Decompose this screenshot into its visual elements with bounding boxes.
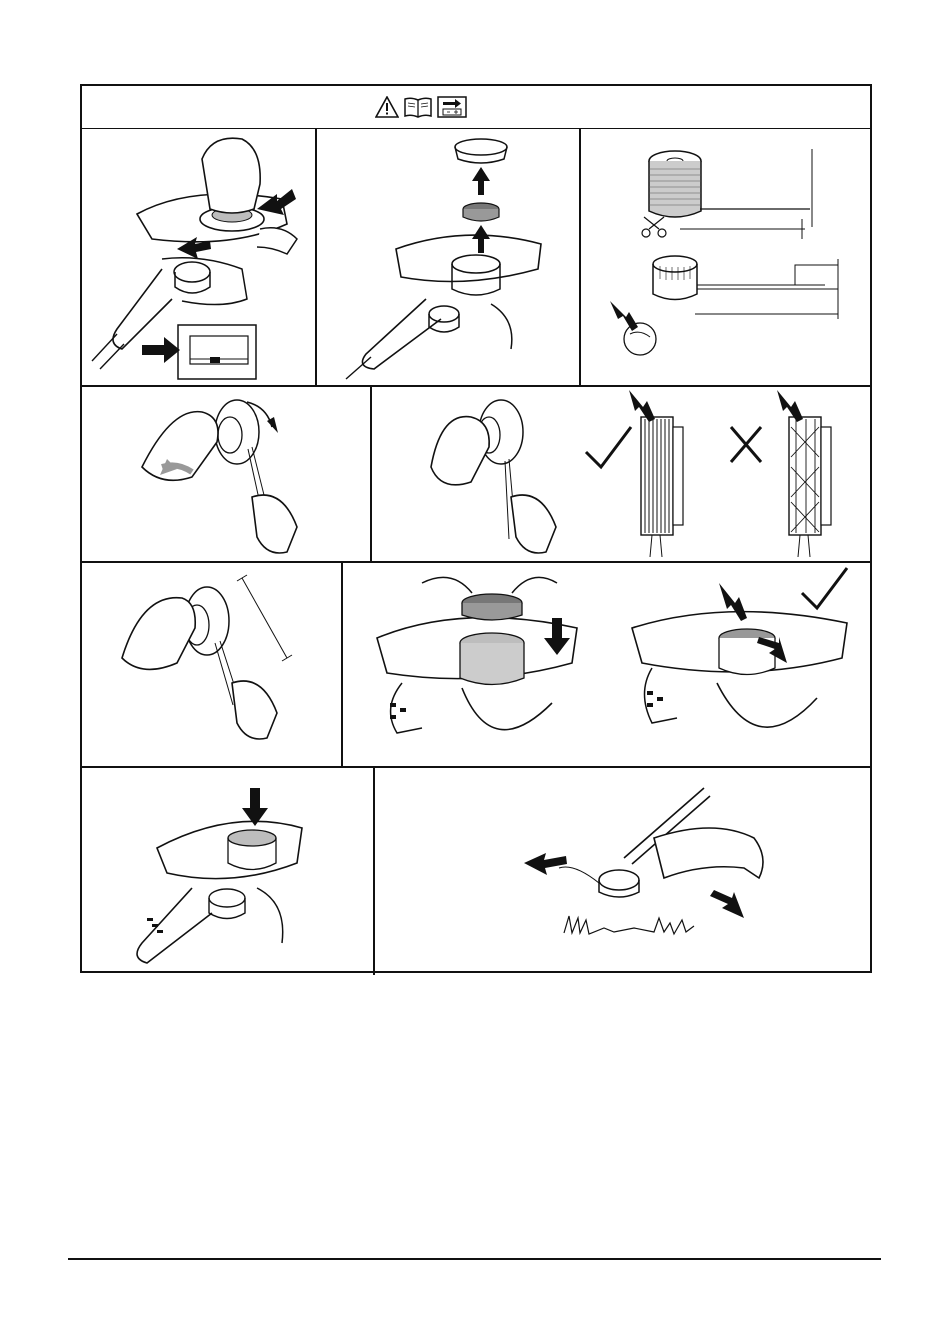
panel-remove-cover: [82, 129, 315, 385]
spool-lift-out-icon: [316, 129, 579, 385]
panel-insert-spool: [342, 563, 872, 766]
insert-spool-icon: [342, 563, 607, 766]
panel-remove-spool: [316, 129, 579, 385]
panel-check-winding: [371, 387, 872, 561]
trimmer-cutting-grass-icon: [374, 768, 872, 973]
panel-wind-line: [82, 387, 370, 561]
instruction-frame: [80, 84, 872, 973]
panel-cut-line: [580, 129, 872, 385]
panel-measure-ends: [82, 563, 341, 766]
winding-correct-incorrect-icon: [371, 387, 872, 561]
header-bar: [82, 86, 870, 129]
winding-spool-icon: [82, 387, 370, 561]
hand-pressing-spool-cover-icon: [82, 129, 315, 385]
spool-installed-check-icon: [607, 563, 872, 766]
footer-rule: [68, 1258, 881, 1260]
panel-use-trimmer: [374, 768, 872, 973]
manual-book-icon: [403, 96, 433, 118]
line-reel-scissors-icon: [580, 129, 872, 385]
press-cover-icon: [82, 768, 373, 973]
line-ends-length-icon: [82, 563, 341, 766]
battery-remove-icon: [437, 96, 467, 118]
panel-press-cover: [82, 768, 373, 973]
warning-icon: [375, 96, 399, 118]
